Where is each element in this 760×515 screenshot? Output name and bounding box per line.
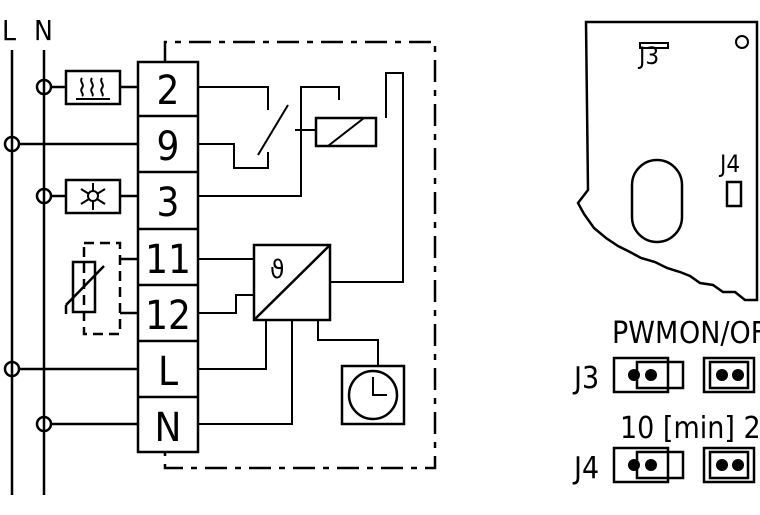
terminal-block: 2 9 3 11 12 L N (136, 60, 200, 454)
jumper-settings: PWM ON/OFF J3 10 [min] 25 J4 (572, 316, 760, 486)
controller-symbol: ϑ (270, 255, 285, 285)
pcb-j4-label: J4 (718, 150, 740, 178)
supply-rails: L N (2, 14, 53, 495)
rail-l-label: L (2, 14, 16, 47)
terminal-l-label: L (158, 349, 178, 395)
timer-clock (340, 364, 406, 426)
pcb-knob (630, 158, 684, 244)
terminal-11-label: 11 (145, 237, 191, 283)
j4-10min-jumper (612, 446, 685, 484)
pcb-board: J3 J4 (576, 20, 759, 302)
cooling-load (51, 178, 138, 215)
relay-contacts (198, 86, 378, 197)
pcb-j3-header (639, 42, 669, 49)
terminal-12-label: 12 (145, 293, 191, 339)
snowflake-icon (80, 183, 106, 210)
terminal-3-label: 3 (157, 180, 180, 226)
pcb-j4-header (725, 180, 743, 208)
terminal-n-label: N (155, 405, 182, 451)
controller: ϑ (198, 72, 404, 425)
j3-onoff-jumper (702, 356, 756, 394)
relay-coil (314, 116, 378, 148)
j3-pwm-jumper (612, 356, 685, 394)
rail-n-label: N (34, 14, 53, 47)
jumper-j3-label: J3 (572, 361, 599, 396)
external-sensor (64, 241, 138, 336)
heating-icon (76, 77, 110, 100)
pcb-outline (576, 20, 759, 302)
terminal-9-label: 9 (157, 124, 180, 170)
terminal-2-label: 2 (157, 68, 180, 114)
heating-load (51, 69, 138, 106)
housing-outline (163, 40, 437, 470)
clock-icon (372, 377, 387, 396)
jumper-j4-label: J4 (572, 451, 599, 486)
mounting-hole (735, 35, 749, 49)
thermistor-icon (64, 260, 105, 314)
jumper-header-onoff: ON/OFF (679, 316, 760, 351)
jumper-j4-header: 10 [min] 25 (620, 411, 760, 446)
j4-25min-jumper (702, 446, 756, 484)
jumper-header-pwm: PWM (612, 316, 678, 351)
